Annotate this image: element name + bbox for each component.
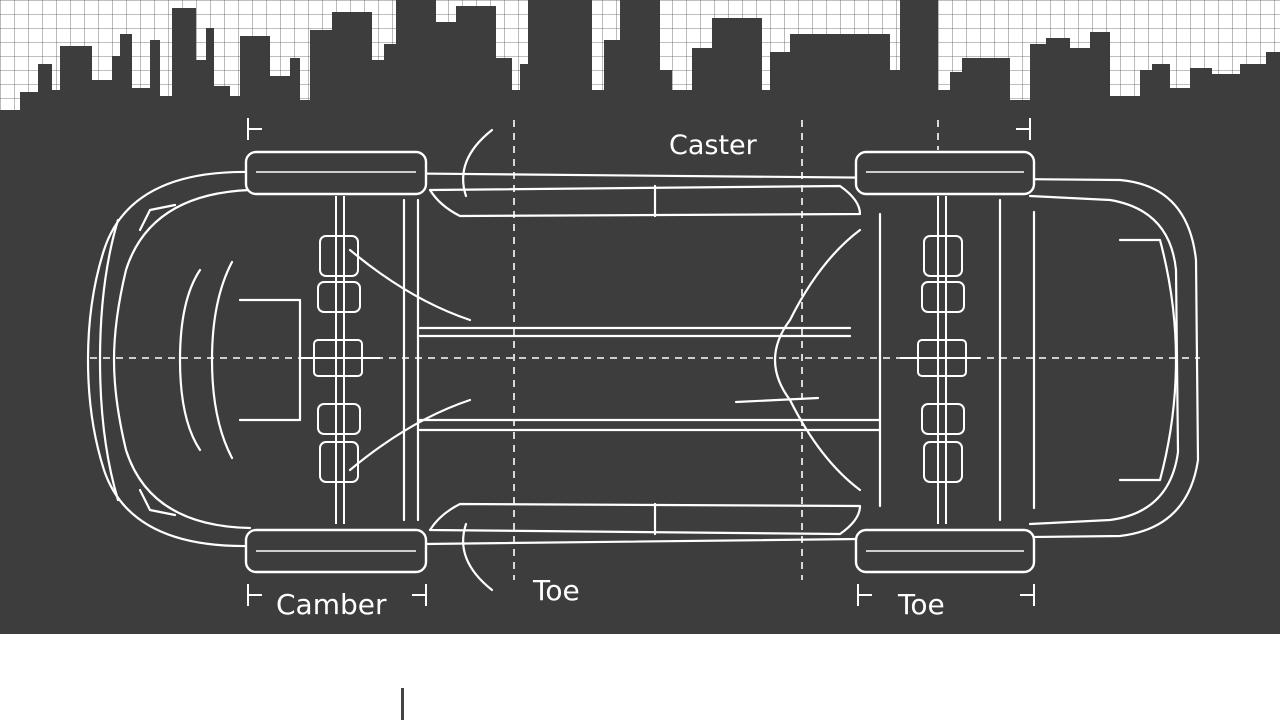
toe-label-right: Toe [897, 588, 945, 621]
rear-left-wheel [854, 150, 1036, 196]
city-skyline [0, 0, 1280, 130]
toe-label-middle: Toe [532, 574, 580, 607]
front-left-wheel [244, 150, 428, 196]
car-chassis [86, 128, 1200, 592]
caster-label: Caster [669, 130, 758, 161]
dimension-marks [247, 118, 1035, 606]
reference-lines [90, 120, 1200, 580]
front-axle [300, 196, 380, 524]
camber-label: Camber [276, 588, 387, 621]
text-cursor [401, 688, 404, 720]
